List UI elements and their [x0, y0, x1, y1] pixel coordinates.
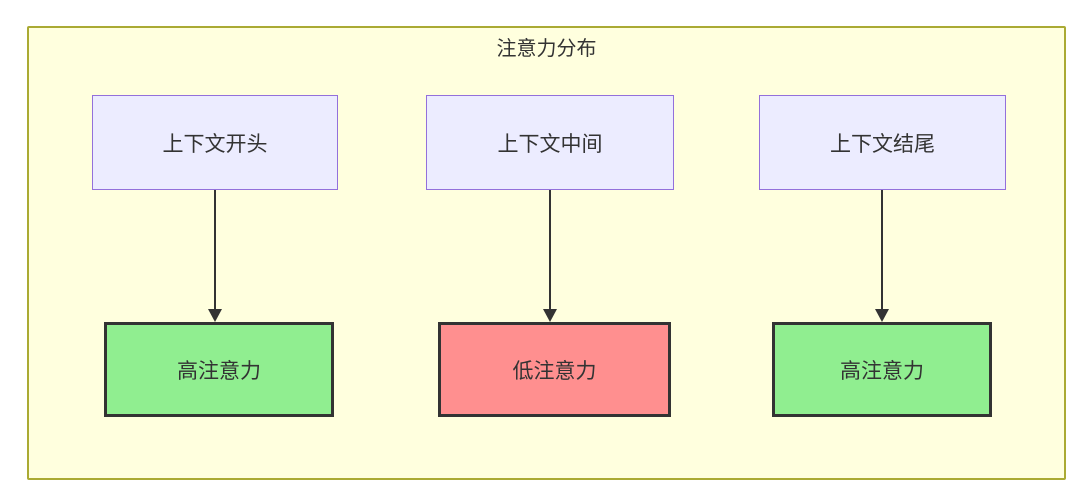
- attention-distribution-panel: 注意力分布 上下文开头 上下文中间 上下文结尾 高注意力 低注意力 高注意力: [27, 26, 1066, 480]
- node-context-start-label: 上下文开头: [162, 132, 268, 156]
- node-context-start: 上下文开头: [92, 95, 338, 190]
- diagram-title: 注意力分布: [496, 38, 597, 60]
- edge-line-end-to-high: [881, 190, 883, 310]
- arrowhead-down-icon: [543, 309, 557, 322]
- edge-line-start-to-high: [214, 190, 216, 310]
- arrowhead-down-icon: [208, 309, 222, 322]
- node-high-attention-left-label: 高注意力: [177, 359, 261, 383]
- node-context-end: 上下文结尾: [759, 95, 1006, 190]
- node-low-attention-label: 低注意力: [512, 359, 597, 383]
- arrowhead-down-icon: [875, 309, 889, 322]
- node-low-attention: 低注意力: [438, 322, 671, 417]
- node-high-attention-right-label: 高注意力: [840, 359, 924, 383]
- node-context-middle-label: 上下文中间: [497, 132, 603, 156]
- node-high-attention-left: 高注意力: [104, 322, 334, 417]
- node-context-middle: 上下文中间: [426, 95, 674, 190]
- edge-line-middle-to-low: [549, 190, 551, 310]
- node-high-attention-right: 高注意力: [772, 322, 992, 417]
- node-context-end-label: 上下文结尾: [830, 132, 935, 156]
